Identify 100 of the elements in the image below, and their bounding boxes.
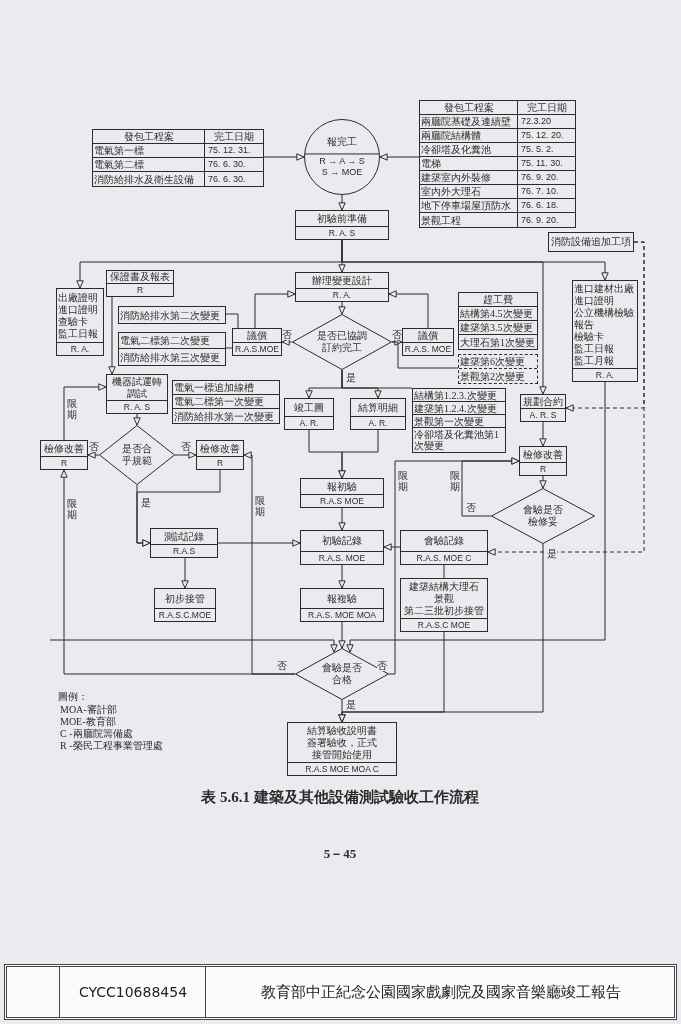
table-cell: 75. 11. 30.	[518, 157, 575, 171]
table-cell: 75. 5. 2.	[518, 143, 575, 157]
process-box	[295, 272, 389, 302]
role-codes: A. R.	[351, 416, 405, 429]
decision-diamond	[99, 425, 175, 485]
step-label: 測試記錄	[164, 530, 204, 543]
step-label: 建築結構大理石景觀	[409, 580, 479, 605]
arrow	[281, 338, 293, 346]
table-cell: 76. 9. 20.	[518, 171, 575, 185]
process-box	[400, 578, 488, 632]
step-label: 報複驗	[327, 592, 357, 605]
arrow	[338, 194, 346, 211]
edge-label: 是	[547, 548, 557, 559]
decision-diamond	[295, 648, 389, 700]
data-table	[458, 354, 538, 384]
table-cell: 室內外大理石	[420, 185, 518, 199]
table-cell: 76. 6. 18.	[518, 199, 575, 213]
table-cell-text: 消防給排水第一次變更	[173, 409, 275, 423]
step-label: 消防設備追加工項	[551, 236, 631, 248]
process-box	[300, 588, 384, 622]
arrow	[338, 429, 379, 479]
role-codes: R	[520, 462, 566, 475]
legend-entry: R -榮民工程事業管理處	[60, 740, 163, 751]
table-cell-text: 消防給排水第三次變更	[119, 350, 221, 365]
document-item: 查驗卡	[58, 315, 88, 328]
arrow	[63, 383, 107, 441]
table-cell: 電氣二標第二次變更	[119, 333, 225, 349]
role-flow: S → MOE	[321, 167, 363, 178]
table-cell-text: 大理石第1次變更	[459, 335, 536, 349]
role-codes: R	[107, 283, 173, 296]
arrow	[338, 699, 346, 723]
step-label: 竣工圖	[294, 401, 324, 414]
process-box	[196, 440, 244, 470]
table-cell: 建築第3.5次變更	[459, 321, 537, 335]
role-codes: R. A.	[573, 368, 637, 381]
edge-label: 是	[346, 372, 356, 383]
data-table	[419, 100, 576, 228]
table-cell: 完工日期	[205, 130, 263, 144]
table-cell: 電氣第一標	[93, 144, 205, 158]
table-cell: 發包工程案	[93, 130, 205, 144]
connector-line	[225, 347, 233, 349]
arrow	[388, 290, 429, 329]
table-cell: 發包工程案	[420, 101, 518, 115]
edge-label: 否	[466, 502, 476, 513]
line-note: 限期	[450, 470, 460, 492]
arrow	[174, 451, 197, 459]
arrow	[346, 381, 606, 653]
connector-line	[443, 564, 445, 579]
role-codes: R.A.S MOE MOA C	[288, 762, 396, 775]
table-cell-text: 76. 6. 30.	[207, 172, 247, 186]
start-circle	[304, 119, 380, 195]
edge-label: 否	[377, 660, 387, 671]
data-table	[412, 388, 506, 453]
step-label: 報完工	[327, 136, 357, 148]
table-cell: 兩廳院結構體	[420, 129, 518, 143]
process-box	[572, 280, 638, 382]
arrow	[263, 153, 305, 161]
edge-label: 否	[181, 441, 191, 452]
table-cell-text: 消防給排水第二次變更	[119, 308, 221, 323]
arrow	[181, 557, 189, 589]
step-label: 議價	[418, 329, 438, 342]
data-table	[172, 380, 280, 424]
table-cell: 76. 6. 30.	[205, 158, 263, 172]
table-cell: 電氣二標第一次變更	[173, 395, 279, 409]
process-box	[232, 328, 282, 356]
role-codes: R.A.S. MOE MOA	[301, 608, 383, 621]
connector-line	[225, 313, 239, 329]
role-codes: R.A.S MOE	[301, 494, 383, 507]
table-cell: 72.3.20	[518, 115, 575, 129]
table-cell: 電梯	[420, 157, 518, 171]
edge-label: 是	[346, 699, 356, 710]
arrow	[341, 239, 547, 395]
process-box	[300, 530, 384, 565]
role-codes: R. A. S	[107, 400, 167, 413]
table-cell: 消防給排水及衛生設備	[93, 172, 205, 186]
question-text: 會驗是否合格	[322, 662, 362, 686]
decision-diamond	[491, 488, 595, 544]
process-box	[300, 478, 384, 508]
edge-label: 否	[89, 441, 99, 452]
document-item: 出廠證明	[58, 291, 98, 304]
table-cell: 建築室內外裝修	[420, 171, 518, 185]
document-item: 進口證明	[574, 294, 614, 307]
table-cell: 75. 12. 31.	[205, 144, 263, 158]
role-codes: R.A.S. MOE	[403, 342, 453, 355]
role-codes: R.A.S	[151, 544, 217, 557]
table-cell: 建築第6次變更	[459, 355, 537, 369]
connector-line	[341, 369, 413, 389]
process-box	[106, 270, 174, 297]
step-label: 檢修改善	[44, 442, 84, 455]
document-item: 檢驗卡	[574, 330, 604, 343]
table-cell: 76. 7. 10.	[518, 185, 575, 199]
dashed-arrow	[487, 241, 645, 556]
role-codes: A. R. S	[521, 408, 565, 421]
figure-caption: 表 5.6.1 建築及其他設備測試驗收工作流程	[201, 788, 479, 806]
process-box	[520, 394, 566, 422]
process-box	[40, 440, 88, 470]
document-item: 監工日報	[574, 342, 614, 355]
question-text: 是否已協調訂約完工	[317, 330, 367, 354]
role-codes: R.A.S.C MOE	[401, 618, 487, 631]
process-box	[402, 328, 454, 356]
